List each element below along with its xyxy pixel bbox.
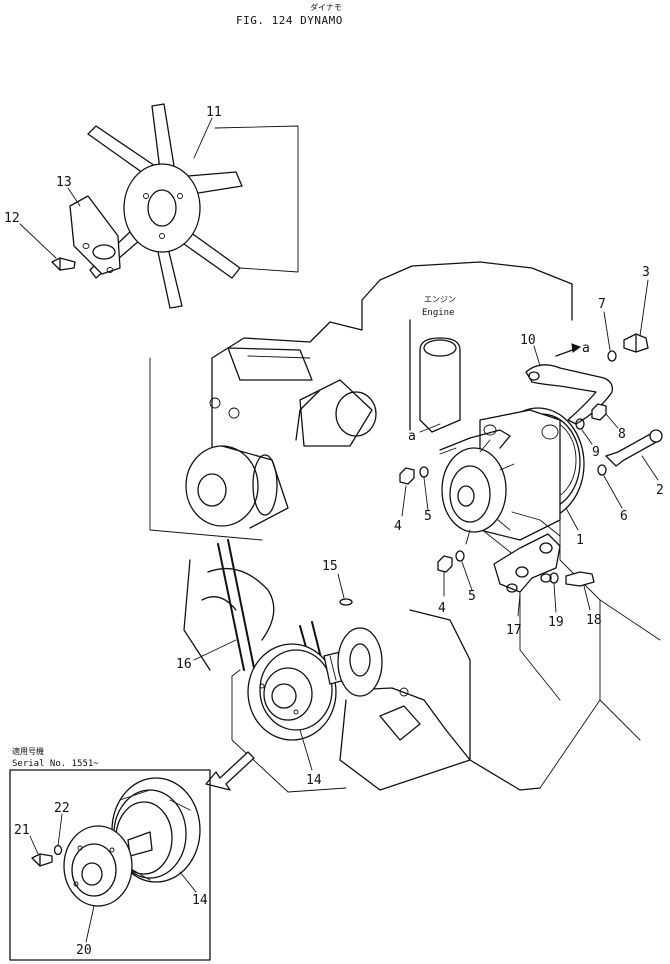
engine-label-japanese: エンジン <box>424 295 456 304</box>
callout-1: 1 <box>576 533 584 548</box>
callout-15: 15 <box>322 559 338 574</box>
callout-17: 17 <box>506 623 522 638</box>
callout-3: 3 <box>642 265 650 280</box>
callout-10: 10 <box>520 333 536 348</box>
callouts: 11 13 12 3 7 10 8 9 2 6 4 5 1 4 5 15 17 … <box>4 105 664 958</box>
callout-21: 21 <box>14 823 30 838</box>
callout-4-upper: 4 <box>394 519 402 534</box>
callout-5-upper: 5 <box>424 509 432 524</box>
callout-14-main: 14 <box>306 773 322 788</box>
callout-8: 8 <box>618 427 626 442</box>
title-japanese: ダイナモ <box>310 2 342 12</box>
inset-japanese-label: 適用号機 <box>12 746 44 756</box>
bracket-17 <box>493 533 595 593</box>
callout-6: 6 <box>620 509 628 524</box>
callout-5-lower: 5 <box>468 589 476 604</box>
engine-block <box>149 261 661 791</box>
fasteners <box>399 403 663 573</box>
callout-2: 2 <box>656 483 664 498</box>
callout-4-lower: 4 <box>438 601 446 616</box>
callout-14-inset: 14 <box>192 893 208 908</box>
marker-a-upper: a <box>582 341 590 356</box>
belt-and-pulley <box>205 539 383 793</box>
marker-a-lower: a <box>408 429 416 444</box>
engine-label: Engine <box>422 308 455 318</box>
leader-lines <box>19 117 659 943</box>
serial-number-label: Serial No. 1551~ <box>12 759 99 769</box>
callout-13: 13 <box>56 175 72 190</box>
callout-12: 12 <box>4 211 20 226</box>
adjuster-arm-10 <box>525 333 649 425</box>
callout-20: 20 <box>76 943 92 958</box>
alternator <box>439 407 585 545</box>
callout-18: 18 <box>586 613 602 628</box>
callout-11: 11 <box>206 105 222 120</box>
callout-7: 7 <box>598 297 606 312</box>
figure-title: FIG. 124 DYNAMO <box>236 14 343 27</box>
callout-19: 19 <box>548 615 564 630</box>
callout-22: 22 <box>54 801 70 816</box>
callout-16: 16 <box>176 657 192 672</box>
fan-assembly <box>51 103 299 309</box>
callout-9: 9 <box>592 445 600 460</box>
inset-box: 適用号機 Serial No. 1551~ <box>9 746 211 961</box>
